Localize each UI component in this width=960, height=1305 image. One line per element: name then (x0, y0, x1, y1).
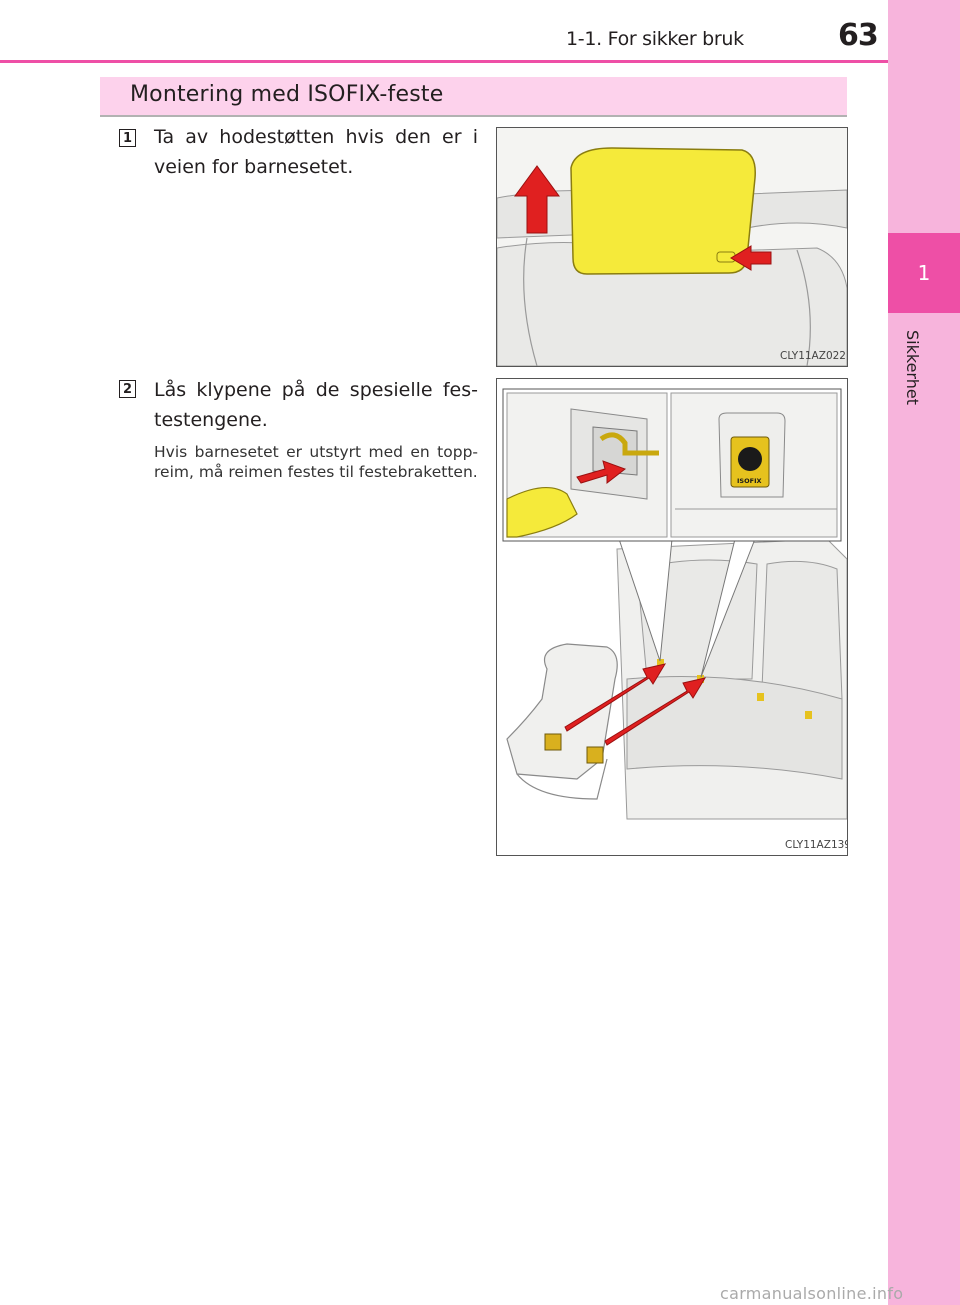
step-number-2: 2 (119, 380, 136, 398)
chapter-tab[interactable]: 1 (888, 233, 960, 313)
figure-1-code: CLY11AZ022 (780, 350, 846, 362)
chapter-label: Sikkerhet (903, 330, 922, 405)
chapter-sidebar (888, 0, 960, 1305)
isofix-label: ISOFIX (737, 477, 762, 485)
figure-2-code: CLY11AZ139 (785, 839, 848, 851)
figure-headrest: CLY11AZ022 (496, 127, 848, 367)
page-number: 63 (838, 18, 879, 53)
header-rule (0, 60, 888, 63)
section-title-bar (100, 77, 847, 117)
step-2-text: Lås klypene på de spesielle fes-testenge… (154, 379, 478, 431)
chapter-tab-number: 1 (917, 261, 931, 285)
figure-isofix: ISOFIX CLY11AZ139 (496, 378, 848, 856)
section-title: Montering med ISOFIX-feste (130, 82, 444, 107)
step-1-text: Ta av hodestøtten hvis den er i veien fo… (154, 126, 478, 178)
headrest-illustration (497, 128, 847, 366)
watermark: carmanualsonline.info (720, 1284, 904, 1303)
step-2-note: Hvis barnesetet er utstyrt med en topp-r… (154, 443, 478, 481)
isofix-illustration (497, 379, 847, 855)
step-number-1: 1 (119, 129, 136, 147)
running-header: 1-1. For sikker bruk (566, 28, 744, 50)
